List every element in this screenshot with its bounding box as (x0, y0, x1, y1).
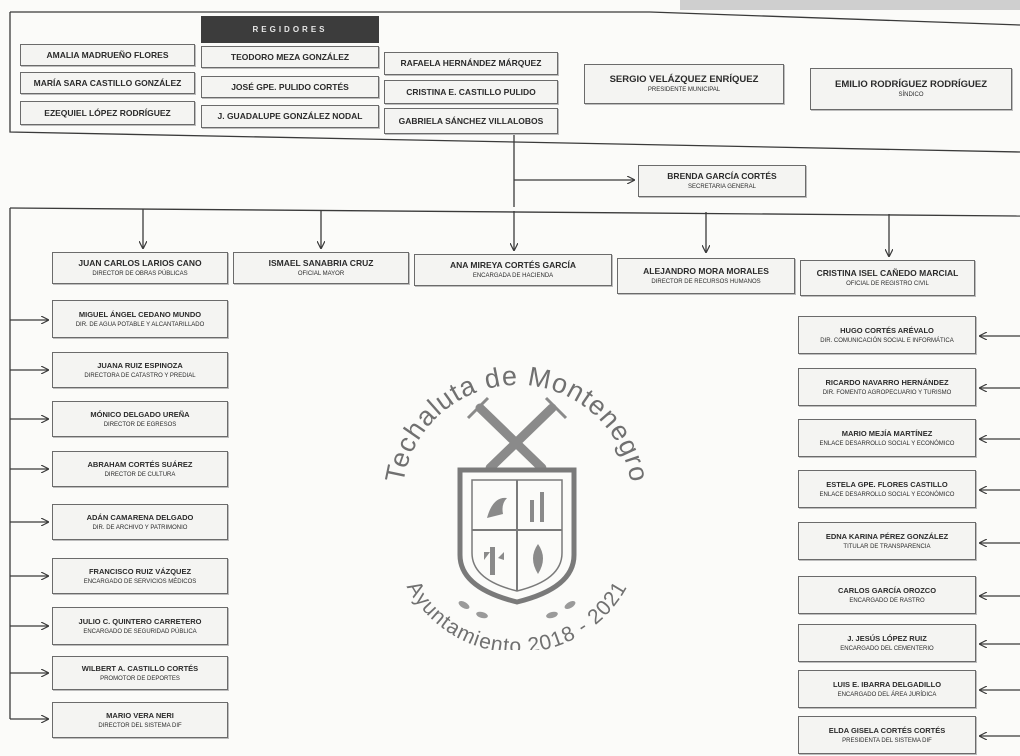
presidente-box: SERGIO VELÁZQUEZ ENRÍQUEZ PRESIDENTE MUN… (584, 64, 784, 104)
crossed-swords-icon (475, 403, 557, 473)
regidor-box: CRISTINA E. CASTILLO PULIDO (384, 80, 558, 104)
page-corner-shadow (680, 0, 1020, 10)
sword-hilts-icon (466, 396, 568, 420)
laurel-icon (458, 601, 576, 619)
seal-top-text: Techaluta de Montenegro (379, 361, 653, 485)
regidor-box: TEODORO MEZA GONZÁLEZ (201, 46, 379, 68)
director-bus (9, 207, 1020, 217)
regidor-box: MARÍA SARA CASTILLO GONZÁLEZ (20, 72, 195, 94)
regidor-box: RAFAELA HERNÁNDEZ MÁRQUEZ (384, 52, 558, 75)
secretaria-box: BRENDA GARCÍA CORTÉS SECRETARIA GENERAL (638, 165, 806, 197)
regidores-header: REGIDORES (201, 16, 379, 43)
regidor-box: GABRIELA SÁNCHEZ VILLALOBOS (384, 108, 558, 134)
shield-quarter-icons (484, 492, 544, 575)
regidor-box: AMALIA MADRUEÑO FLORES (20, 44, 195, 66)
top-frame-line (9, 12, 1020, 153)
svg-text:Techaluta de Montenegro: Techaluta de Montenegro (379, 361, 654, 485)
municipal-seal: Techaluta de Montenegro Ayuntamiento 201… (379, 361, 654, 650)
regidor-box: EZEQUIEL LÓPEZ RODRÍGUEZ (20, 101, 195, 125)
regidor-box: JOSÉ GPE. PULIDO CORTÉS (201, 76, 379, 98)
shield-icon (457, 467, 577, 605)
regidor-box: J. GUADALUPE GONZÁLEZ NODAL (201, 105, 379, 128)
sindico-box: EMILIO RODRÍGUEZ RODRÍGUEZ SÍNDICO (810, 68, 1012, 110)
